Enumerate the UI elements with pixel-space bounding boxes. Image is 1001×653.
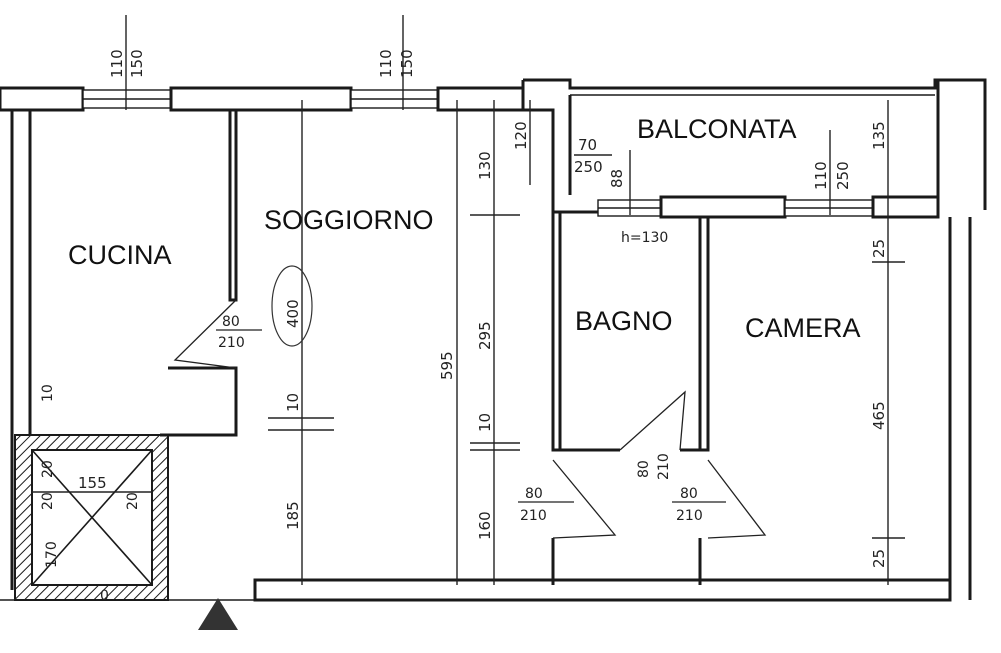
window-3-height: 70 (578, 136, 597, 154)
window-4-width: 250 (834, 161, 852, 190)
window-4-height: 110 (812, 161, 830, 190)
window-1-height: 110 (108, 49, 126, 78)
bagno-door-swing (619, 390, 686, 451)
soggiorno-10: 10 (284, 393, 302, 412)
camera-door-height: 210 (676, 508, 703, 524)
balcony-wall-right (871, 195, 940, 219)
stairwell-width: 155 (78, 474, 107, 492)
corridor-door-height: 210 (520, 508, 547, 524)
interior-walls (160, 110, 710, 585)
bagno-door-height: 210 (656, 453, 672, 480)
stairwell-bottom-0: 0 (100, 588, 109, 604)
exterior-walls (0, 78, 987, 602)
stairwell-cross-2 (31, 449, 153, 586)
camera-465: 465 (870, 401, 888, 430)
stairwell-right-20: 20 (125, 492, 141, 510)
corridor-295: 295 (476, 321, 494, 350)
corridor-door-width: 80 (525, 486, 543, 502)
soggiorno-400: 400 (284, 299, 302, 328)
corridor-160: 160 (476, 511, 494, 540)
top-wall-segment-1 (0, 86, 85, 112)
cucina-door-height: 210 (218, 335, 245, 351)
top-wall-segment-2 (169, 86, 353, 112)
corridor-130: 130 (476, 151, 494, 180)
window-3-width: 250 (574, 158, 603, 176)
camera-25-bottom: 25 (870, 549, 888, 568)
bottom-wall (253, 578, 952, 602)
corridor-120: 120 (512, 121, 530, 150)
balcony-outer-wall (523, 78, 987, 210)
corridor-10: 10 (476, 413, 494, 432)
cucina-door-width: 80 (222, 314, 240, 330)
top-wall-segment-3 (436, 86, 525, 112)
stairwell-left-20b: 20 (40, 492, 56, 510)
bagno-camera-wall (698, 217, 710, 452)
balcony-wall-mid (659, 195, 787, 219)
camera-25-top: 25 (870, 239, 888, 258)
room-labels: CUCINA SOGGIORNO BALCONATA BAGNO CAMERA (68, 114, 861, 343)
annotation-circle (271, 265, 313, 347)
room-label-cucina: CUCINA (68, 240, 172, 270)
window-2-width: 150 (398, 49, 416, 78)
cucina-door-swing (173, 299, 237, 369)
room-label-balconata: BALCONATA (637, 114, 797, 144)
camera-135: 135 (870, 121, 888, 150)
stairwell-bottom-170: 170 (44, 541, 60, 568)
cucina-wall-lower (160, 366, 238, 437)
room-label-bagno: BAGNO (575, 306, 673, 336)
soggiorno-185: 185 (284, 501, 302, 530)
bagno-wall-left (551, 212, 562, 452)
bagno-88: 88 (608, 169, 626, 188)
stairwell: 155 10 20 20 20 170 0 (14, 384, 169, 604)
room-label-camera: CAMERA (745, 313, 861, 343)
window-1-width: 150 (128, 49, 146, 78)
corridor-595: 595 (438, 351, 456, 380)
window-2-height: 110 (377, 49, 395, 78)
dimension-lines: 400 10 185 595 130 295 10 160 120 88 h=1… (268, 100, 905, 585)
bagno-door-width: 80 (636, 460, 652, 478)
window-labels: 110 150 110 150 70 250 110 250 (108, 15, 852, 215)
cucina-wall-upper (228, 110, 238, 302)
doors: 80 210 80 210 80 210 80 210 (173, 299, 767, 539)
camera-door-width: 80 (680, 486, 698, 502)
camera-door-swing (707, 459, 767, 539)
corridor-door-swing (552, 459, 617, 539)
balcony-left-wall (521, 80, 598, 214)
stairwell-left-20: 20 (40, 460, 56, 478)
room-label-soggiorno: SOGGIORNO (264, 205, 434, 235)
stairwell-top-10: 10 (40, 384, 56, 402)
bagno-height-note: h=130 (621, 230, 668, 246)
entrance-arrow-icon (198, 598, 238, 630)
